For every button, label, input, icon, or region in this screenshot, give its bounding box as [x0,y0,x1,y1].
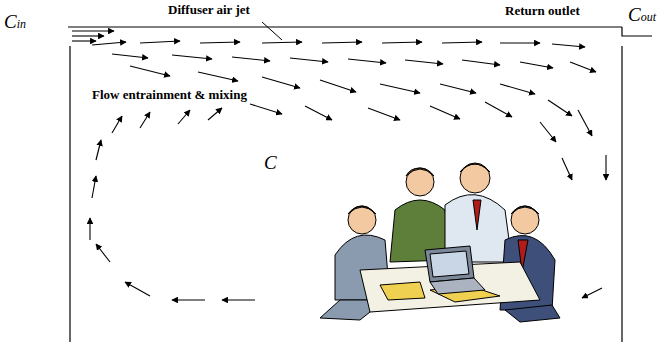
entrainment-label: Flow entrainment & mixing [92,88,247,102]
leader-line [262,22,282,40]
room-concentration: C [264,153,277,174]
inlet-concentration: Cin [4,12,26,33]
jet-label: Diffuser air jet [168,3,250,17]
room-walls [68,27,652,342]
outlet-concentration: Cout [628,5,656,26]
outlet-label: Return outlet [505,4,580,18]
people-illustration [320,163,560,322]
